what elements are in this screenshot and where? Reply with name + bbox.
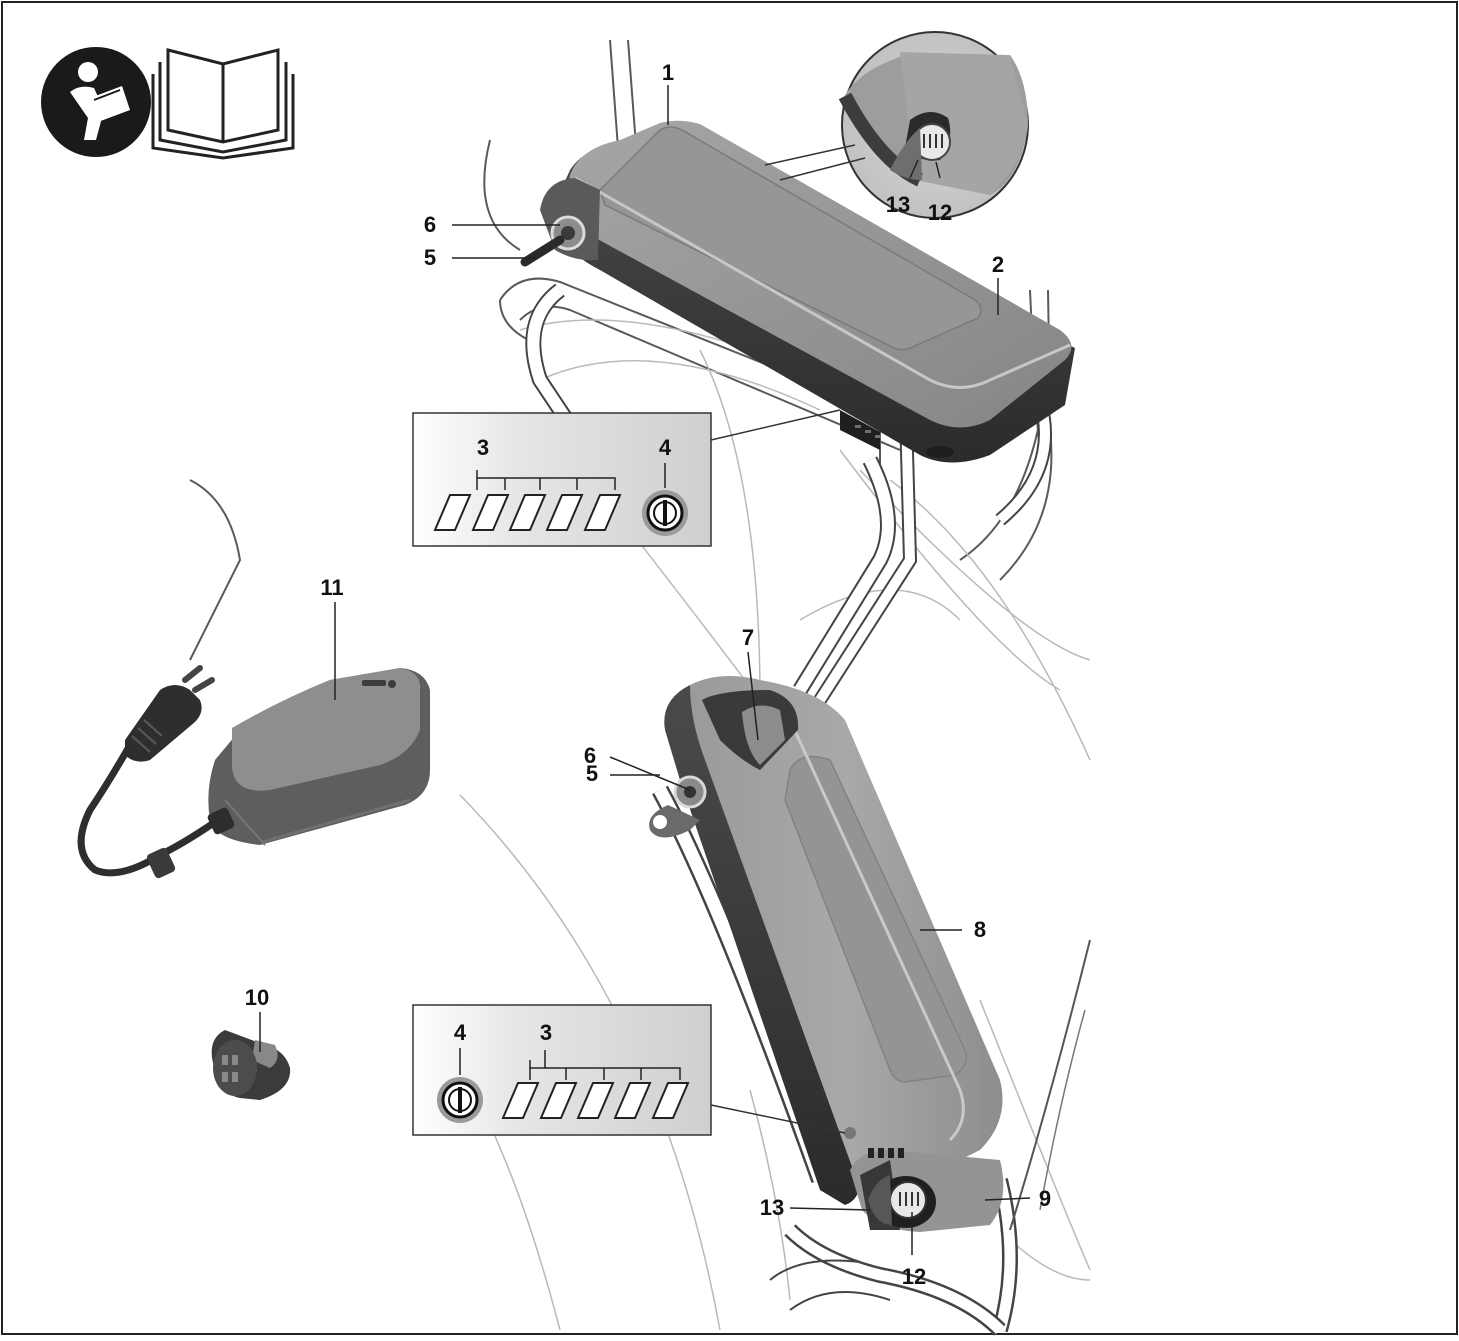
callout-2: 2: [992, 252, 1004, 277]
callout-12-inset: 12: [928, 200, 952, 225]
callout-7: 7: [742, 625, 754, 650]
callout-10: 10: [245, 985, 269, 1010]
callout-5-bottom: 5: [586, 761, 598, 786]
read-manual-person-icon: [41, 47, 151, 157]
open-book-icon: [151, 48, 295, 160]
power-button-icon: [642, 490, 688, 536]
leader-lines: [334, 85, 1031, 1255]
callout-9: 9: [1039, 1186, 1051, 1211]
led-panel-top: [412, 409, 841, 547]
callout-4-top: 4: [659, 435, 672, 460]
power-button-icon: [437, 1077, 483, 1123]
callout-6-bottom: 6: [584, 743, 596, 768]
rack-battery: [520, 120, 1075, 463]
callout-12-bottom: 12: [902, 1264, 926, 1289]
callout-4-bottom: 4: [454, 1020, 467, 1045]
callout-1: 1: [662, 60, 674, 85]
charger: [77, 665, 430, 879]
led-panel-bottom: [412, 1004, 846, 1136]
callout-11: 11: [320, 575, 343, 600]
charge-led-icon: [433, 494, 622, 531]
connector-cap: [211, 1012, 291, 1100]
inset-line-1: [764, 144, 856, 166]
frame-battery: [649, 676, 1004, 1232]
charge-led-icon: [501, 1082, 690, 1119]
callout-8: 8: [974, 917, 986, 942]
callout-13-bottom: 13: [760, 1195, 784, 1220]
connector-inset: [838, 31, 1029, 219]
inset-line-2: [779, 157, 866, 181]
callout-3-top: 3: [477, 435, 489, 460]
callout-3-bottom: 3: [540, 1020, 552, 1045]
callout-13-inset: 13: [886, 192, 910, 217]
callout-5-top: 5: [424, 245, 436, 270]
callout-6-top: 6: [424, 212, 436, 237]
